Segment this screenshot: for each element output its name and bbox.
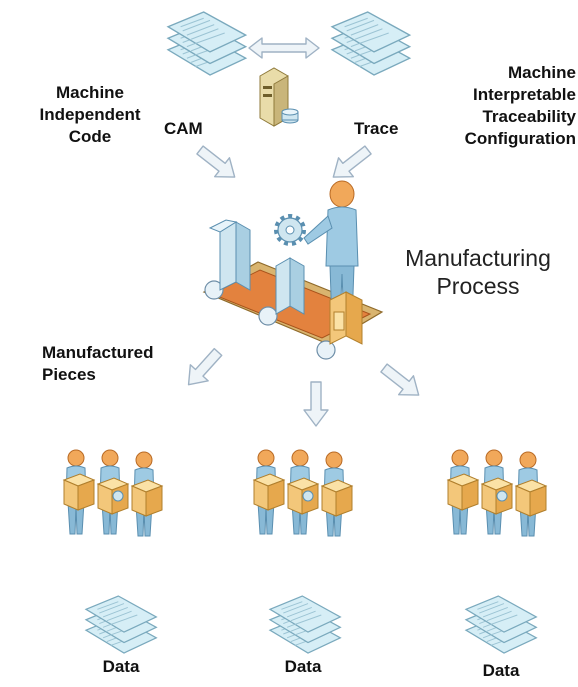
label-machine-independent-code: Machine Independent Code <box>39 83 141 146</box>
workers-middle-icon <box>254 450 352 536</box>
arrow-to-right-crew <box>375 357 427 406</box>
package-icon <box>208 219 251 291</box>
package-icon <box>275 257 305 315</box>
label-manufacturing-process: Manufacturing Process <box>405 245 551 299</box>
label-data-middle: Data <box>284 657 322 676</box>
label-cam: CAM <box>164 119 203 138</box>
label-manufactured-pieces: Manufactured Pieces <box>42 343 154 384</box>
label-machine-interpretable-traceability-configuration: Machine Interpretable Traceability Confi… <box>464 63 576 148</box>
data-documents-right-icon <box>466 596 536 653</box>
cam-documents-icon <box>168 12 246 75</box>
double-arrow-icon <box>248 37 320 59</box>
gear-icon <box>274 214 306 246</box>
server-icon <box>259 67 299 127</box>
data-documents-left-icon <box>86 596 156 653</box>
roller-icon <box>204 280 224 300</box>
workers-left-icon <box>64 450 162 536</box>
package-icon <box>329 291 363 345</box>
trace-documents-icon <box>332 12 410 75</box>
workers-right-icon <box>448 450 546 536</box>
label-data-right: Data <box>482 661 520 680</box>
label-data-left: Data <box>102 657 140 676</box>
manufacturing-process-icon <box>202 180 384 360</box>
data-documents-middle-icon <box>270 596 340 653</box>
roller-icon <box>316 340 336 360</box>
arrow-to-middle-crew <box>303 381 329 427</box>
roller-icon <box>258 306 278 326</box>
arrow-cam-to-process <box>191 139 243 188</box>
label-trace: Trace <box>354 119 399 138</box>
arrow-trace-to-process <box>325 139 377 188</box>
